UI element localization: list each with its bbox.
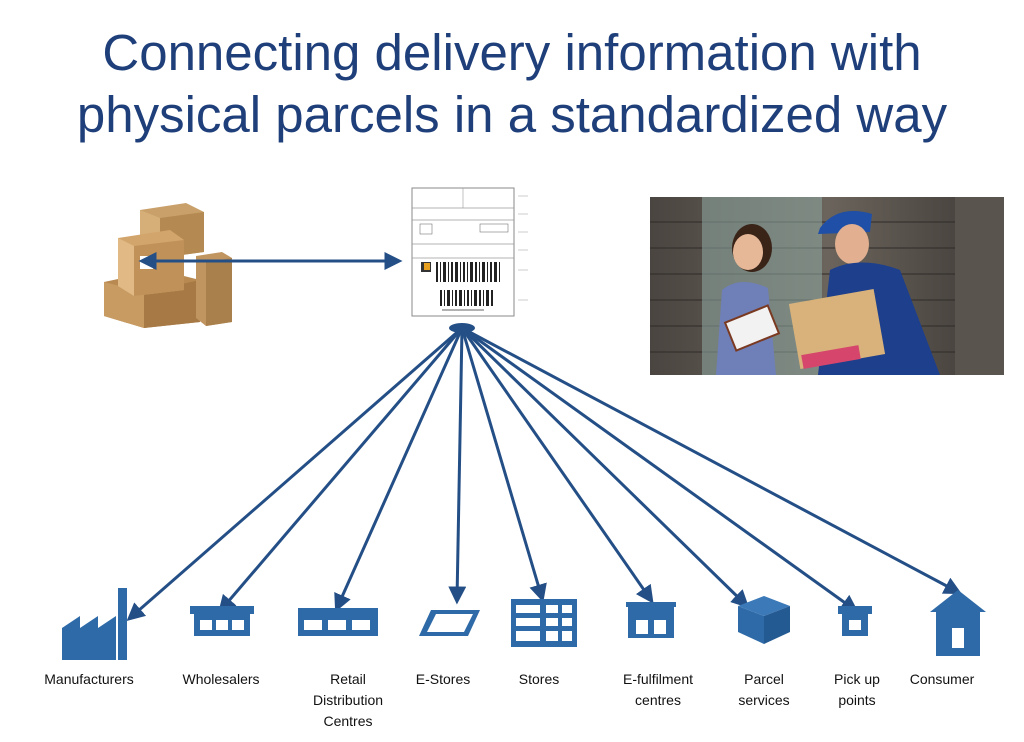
parcel-box-icon — [738, 596, 790, 644]
arrow-to-wholesalers — [218, 327, 464, 614]
label-wholesalers: Wholesalers — [151, 669, 291, 690]
label-consumer: Consumer — [872, 669, 1012, 690]
label-retail-distribution-centres: Retail Distribution Centres — [278, 669, 418, 732]
arrow-to-consumer — [461, 326, 962, 595]
label-line: points — [838, 692, 876, 708]
arrow-to-parcel-services — [460, 326, 750, 609]
label-line: Centres — [323, 713, 373, 729]
label-e-stores: E-Stores — [373, 669, 513, 690]
courier-delivering-parcel-photo — [650, 197, 1004, 375]
arrow-to-e-fulfilment — [460, 327, 654, 604]
label-line: centres — [635, 692, 681, 708]
label-line: Stores — [518, 671, 560, 687]
label-line: Distribution — [312, 692, 384, 708]
arrow-to-retail-dc — [334, 327, 464, 613]
distribution-centre-icon — [298, 608, 378, 636]
label-stores: Stores — [469, 669, 609, 690]
store-grid-icon — [511, 599, 577, 647]
label-line: Consumer — [909, 671, 975, 687]
label-line: services — [738, 692, 790, 708]
arrow-to-manufacturers — [126, 326, 463, 621]
label-e-fulfilment-centres: E-fulfilment centres — [588, 669, 728, 711]
label-line: Pick up — [834, 671, 880, 687]
arrow-to-pickup-points — [461, 326, 859, 613]
screen-icon — [419, 610, 480, 636]
title-line-1: Connecting delivery information with — [102, 24, 922, 81]
warehouse-icon — [190, 606, 254, 636]
page-title: Connecting delivery information with phy… — [0, 22, 1024, 146]
house-icon — [930, 590, 986, 656]
cardboard-boxes-icon — [104, 203, 232, 328]
factory-icon — [62, 588, 127, 660]
label-line: Parcel — [744, 671, 784, 687]
arrow-to-e-stores — [448, 327, 467, 605]
label-line: Manufacturers — [44, 671, 134, 687]
label-line: E-fulfilment — [622, 671, 694, 687]
label-line: Wholesalers — [182, 671, 260, 687]
pickup-point-icon — [838, 606, 872, 636]
label-line: E-Stores — [415, 671, 471, 687]
shipping-label-icon — [411, 187, 528, 317]
fan-out-arrows — [126, 326, 962, 621]
fulfilment-building-icon — [626, 602, 676, 638]
title-line-2: physical parcels in a standardized way — [76, 86, 948, 143]
label-parcel-services: Parcel services — [694, 669, 834, 711]
arrow-to-stores — [460, 327, 547, 603]
label-line: Retail — [330, 671, 366, 687]
label-hub — [449, 323, 475, 333]
label-manufacturers: Manufacturers — [19, 669, 159, 690]
label-pickup-points: Pick up points — [787, 669, 927, 711]
